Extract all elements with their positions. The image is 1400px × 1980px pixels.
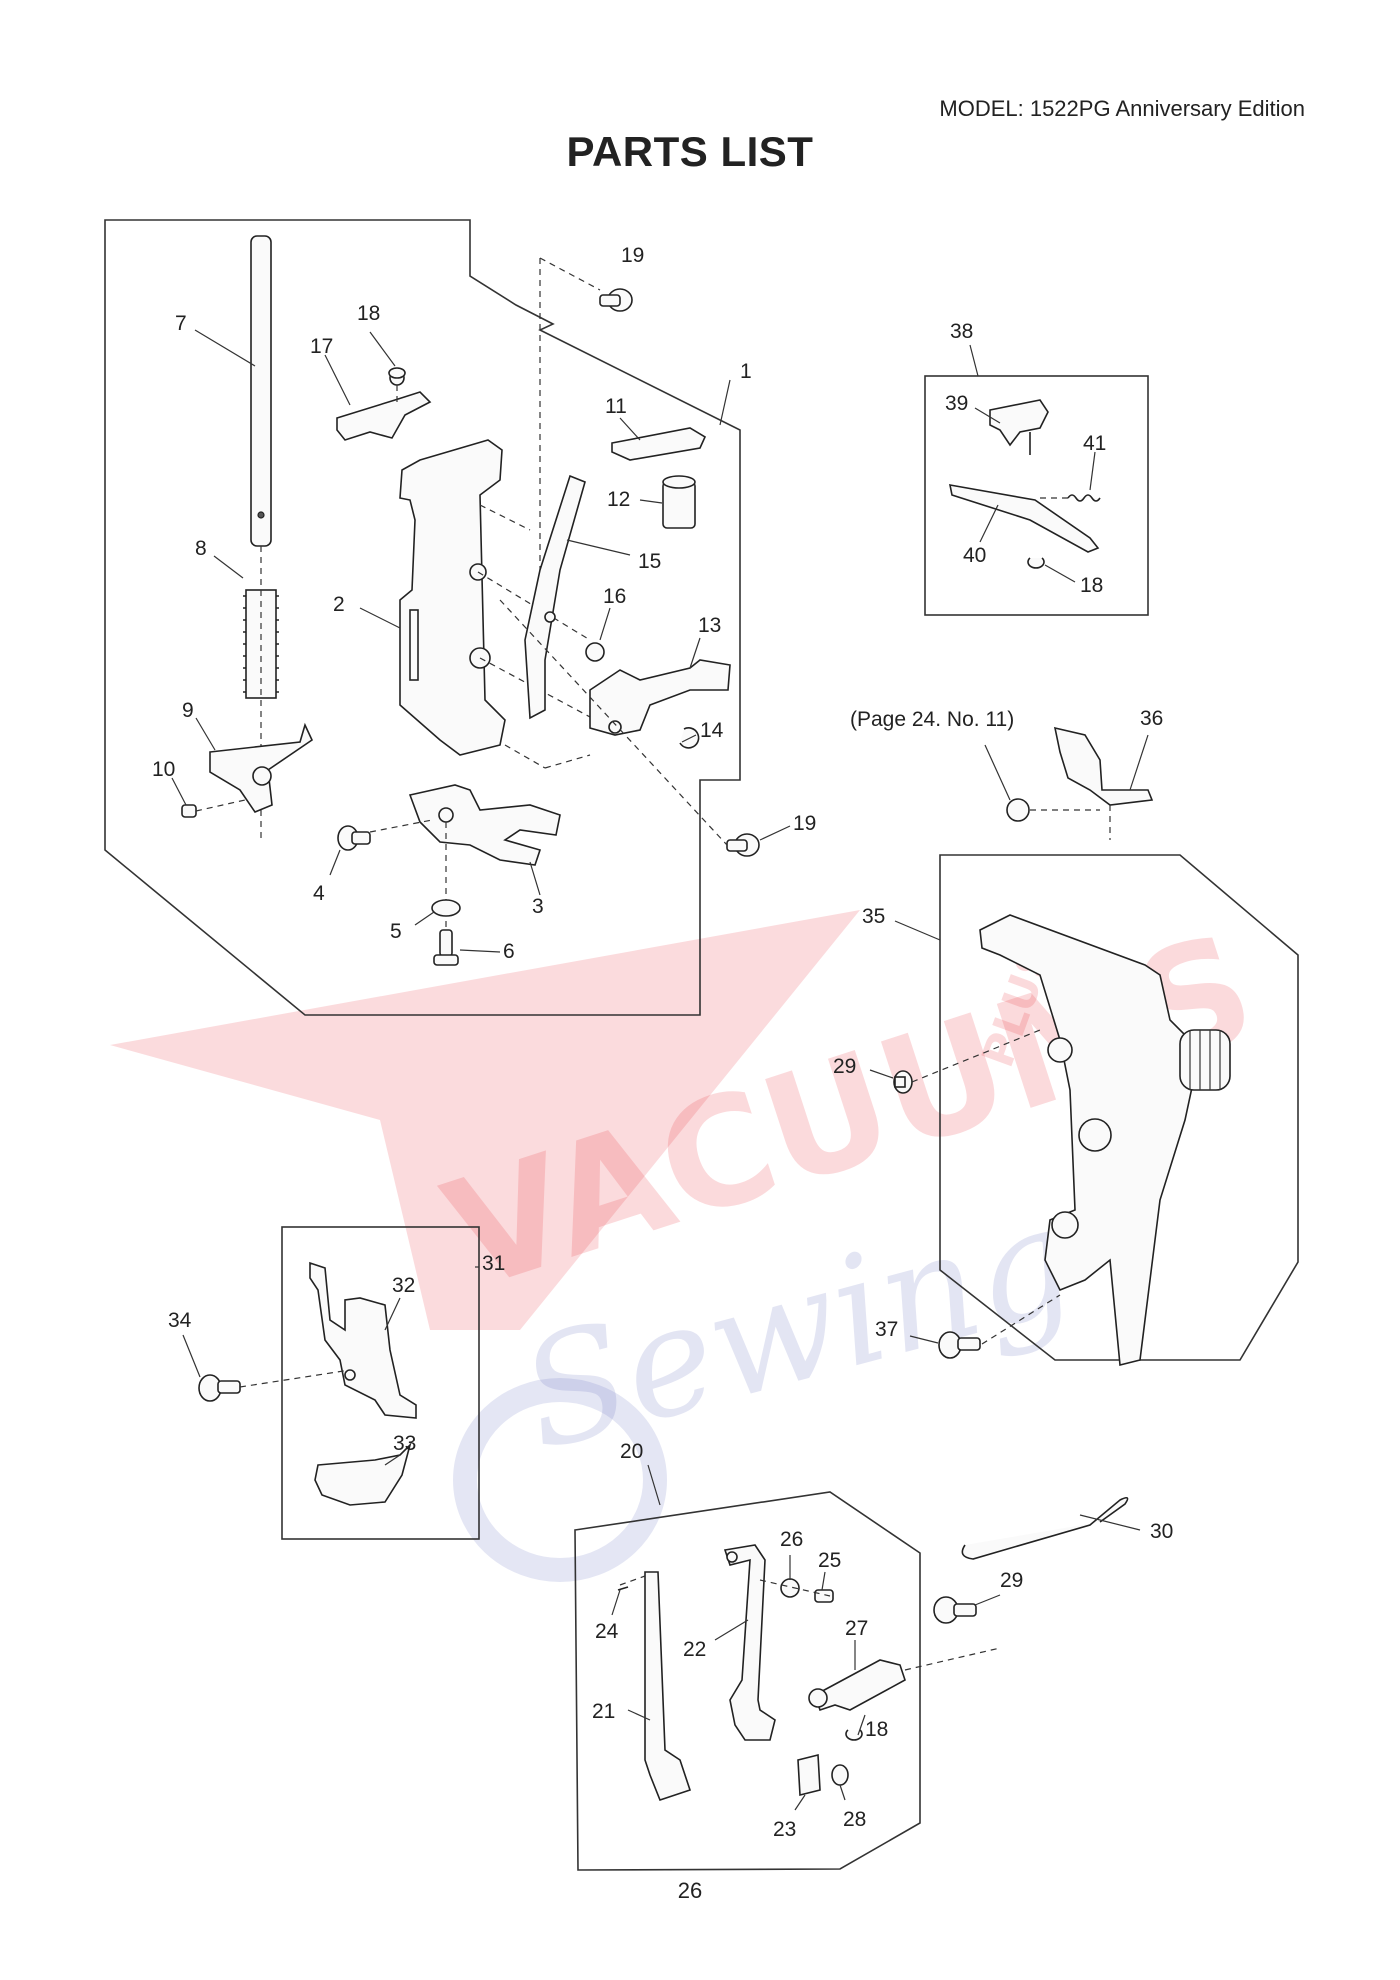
part-number: 3 [532,895,544,918]
part-number: 17 [310,335,333,358]
part-number: 35 [862,905,885,928]
part-number: 38 [950,320,973,343]
page-title: PARTS LIST [566,128,814,175]
washer-16 [585,642,605,662]
screw-37 [938,1331,981,1359]
part-number: 15 [638,550,661,573]
part-number: 2 [333,593,345,616]
presser-frame [399,439,506,756]
lever-15 [524,474,586,720]
part-number: 22 [683,1638,706,1661]
washer-5 [431,899,461,917]
part-callouts: 1 2 3 4 5 6 7 8 9 10 11 12 13 14 15 16 1… [152,244,1173,1841]
part-number: 10 [152,758,175,781]
zigzag-foot-33 [314,1442,412,1506]
part-number: 5 [390,920,402,943]
part-number: 18 [357,302,380,325]
screw-34 [198,1374,241,1402]
sleeve-12 [662,475,696,529]
part-number: 20 [620,1440,643,1463]
tension-knob [1179,1029,1231,1091]
pin-24 [617,1586,629,1591]
lifter-13 [589,659,731,736]
part-number: 24 [595,1620,619,1643]
part-number: 19 [621,244,644,267]
screw-6 [433,929,459,966]
part-number: 29 [1000,1569,1023,1592]
part-number: 31 [482,1252,505,1275]
screw-29-a [893,1070,913,1094]
part-number: 7 [175,312,187,335]
wire-30 [961,1496,1129,1560]
cover-23 [797,1753,821,1797]
part-number: 12 [607,488,630,511]
part-number: 18 [1080,574,1103,597]
presser-bar [250,235,272,547]
spring-41 [1067,494,1101,502]
part-number: 1 [740,360,752,383]
assembly-35 [893,854,1299,1367]
part-number: 16 [603,585,626,608]
lever-40 [948,484,1100,553]
assembly-38 [924,375,1149,616]
part-number: 18 [865,1718,888,1741]
bracket-36 [1006,726,1154,840]
part-number: 37 [875,1318,898,1341]
part-number: 41 [1083,432,1106,455]
plate-39 [989,399,1049,447]
reference-note: (Page 24. No. 11) [850,708,1014,731]
assembly-20 [574,1491,1001,1871]
bracket-3 [408,784,561,866]
link-22 [723,1544,776,1741]
part-number: 33 [393,1432,416,1455]
part-number: 19 [793,812,816,835]
part-number: 13 [698,614,721,637]
screw-10 [181,804,197,818]
assembly-presser-bar [104,219,760,1016]
part-number: 21 [592,1700,615,1723]
spring-28 [831,1764,849,1786]
part-number: 4 [313,882,325,905]
part-number: 8 [195,537,207,560]
model-label: MODEL: 1522PG Anniversary Edition [939,96,1305,121]
screw-19-top [599,288,633,312]
shaft-27 [814,1659,906,1712]
part-number: 39 [945,392,968,415]
screw-4 [337,825,371,851]
part-number: 27 [845,1617,868,1640]
part-number: 40 [963,544,986,567]
part-number: 28 [843,1808,866,1831]
part-number: 6 [503,940,515,963]
part-number: 30 [1150,1520,1173,1543]
part-number: 34 [168,1309,192,1332]
e-ring-18-c [845,1729,863,1741]
part-number: 14 [700,719,724,742]
page-number: 26 [677,1878,703,1903]
e-ring-18-b [1027,557,1045,569]
presser-shank-32 [309,1261,417,1419]
part-number: 29 [833,1055,856,1078]
part-number: 26 [780,1528,803,1551]
screw-19-bottom [726,833,760,857]
frame-slot [409,609,419,681]
part-number: 9 [182,699,194,722]
plate-11 [611,427,707,461]
part-number: 23 [773,1818,796,1841]
assembly-31 [198,1226,480,1540]
screw-25 [814,1589,834,1603]
part-number: 11 [605,395,627,418]
screw-29-b [933,1596,977,1624]
part-number: 36 [1140,707,1163,730]
lever-21 [644,1571,692,1801]
bracket-17 [336,391,432,441]
part-number: 25 [818,1549,841,1572]
part-number: 32 [392,1274,415,1297]
